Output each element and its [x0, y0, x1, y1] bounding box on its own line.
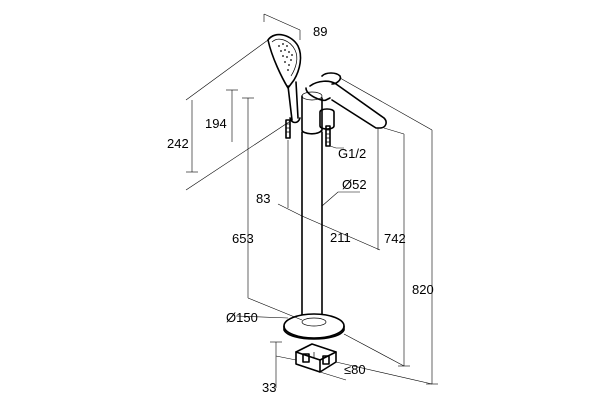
dimension-labels: 89 194 242 G1/2 Ø52 83 211 653 742 820 Ø… — [167, 24, 434, 395]
mixer-body — [301, 72, 387, 135]
standpipe — [301, 131, 323, 321]
label-33: 33 — [262, 380, 276, 395]
label-g1-2: G1/2 — [338, 146, 366, 161]
left-thread — [285, 119, 291, 139]
label-211: 211 — [330, 230, 351, 245]
label-653: 653 — [232, 231, 254, 246]
label-diameter-150: Ø150 — [226, 310, 258, 325]
mounting-bracket — [295, 343, 337, 373]
label-diameter-52: Ø52 — [342, 177, 367, 192]
label-83: 83 — [256, 191, 270, 206]
label-89: 89 — [313, 24, 327, 39]
label-742: 742 — [384, 231, 406, 246]
label-242: 242 — [167, 136, 189, 151]
label-820: 820 — [412, 282, 434, 297]
hand-shower — [267, 33, 302, 124]
floor-base — [283, 313, 345, 340]
spray-nozzle-dots — [278, 43, 293, 71]
dimension-lines — [185, 13, 438, 388]
label-194: 194 — [205, 116, 227, 131]
label-80: ≤80 — [344, 362, 366, 377]
